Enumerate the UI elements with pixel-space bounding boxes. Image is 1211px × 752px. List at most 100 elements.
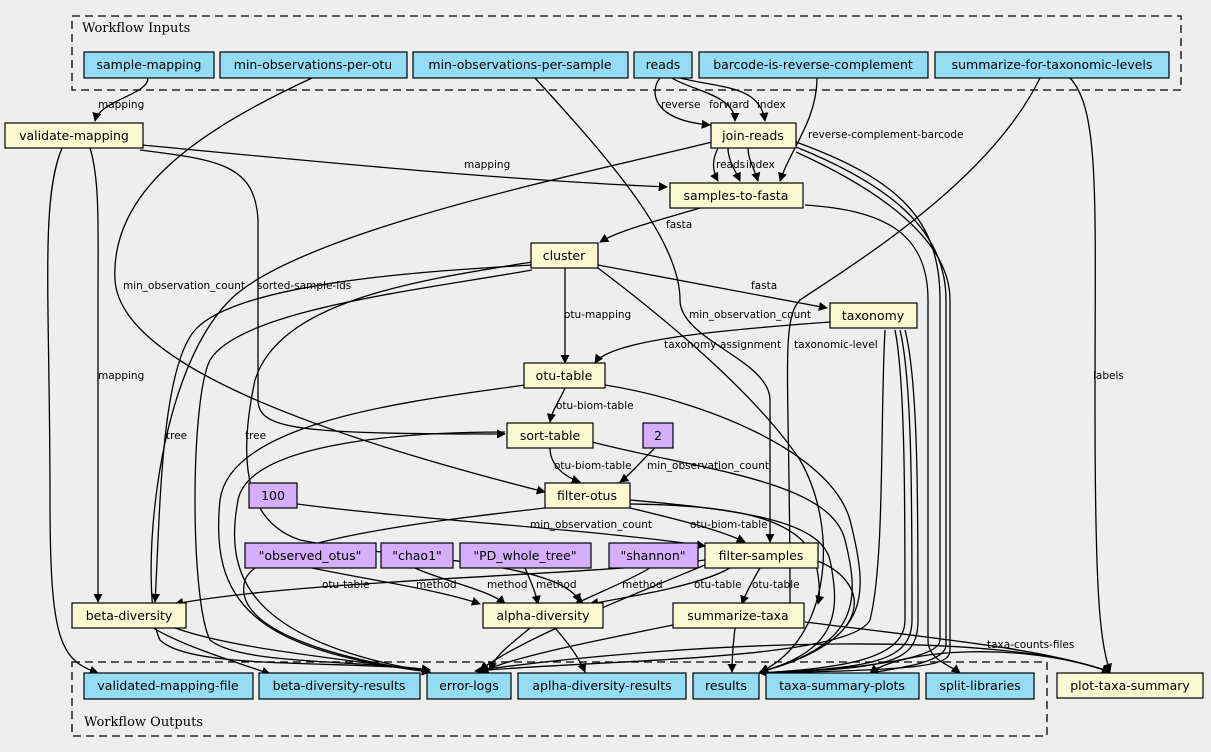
- edge-reads-join-reverse: [654, 77, 711, 129]
- edge-validate-beta: [89, 147, 103, 603]
- output-alpha-diversity-results[interactable]: aplha-diversity-results: [517, 672, 687, 700]
- constant-shannon[interactable]: "shannon": [608, 542, 699, 569]
- label-index-2: index: [746, 159, 775, 171]
- label-otu-table-3: otu-table: [752, 579, 800, 591]
- constant-observed-otus-label: "observed_otus": [259, 548, 362, 563]
- edge-validate-samples: [141, 144, 668, 192]
- edge-shannon-alpha: [574, 567, 651, 605]
- edge-filter-samples-results: [759, 559, 855, 675]
- label-sorted-sample-ids: sorted-sample-ids: [257, 280, 351, 292]
- label-reverse-complement-barcode: reverse-complement-barcode: [808, 129, 963, 141]
- step-sort-table[interactable]: sort-table: [506, 422, 594, 449]
- edge-reads-join-forward: [671, 77, 740, 122]
- step-join-reads[interactable]: join-reads: [710, 122, 797, 149]
- edge-min-otu-filter-otus: [114, 77, 546, 495]
- label-min-observation-count-2: min_observation_count: [689, 309, 811, 321]
- edge-filter-samples-summarize: [740, 567, 761, 605]
- output-alpha-diversity-results-label: aplha-diversity-results: [532, 678, 671, 693]
- workflow-outputs-cluster: Workflow Outputs: [71, 661, 1048, 737]
- input-min-obs-otu-label: min-observations-per-otu: [234, 57, 392, 72]
- constant-shannon-label: "shannon": [620, 548, 685, 563]
- label-reads: reads: [716, 159, 745, 171]
- input-min-observations-per-otu[interactable]: min-observations-per-otu: [219, 51, 408, 79]
- edge-cluster-beta: [150, 264, 533, 603]
- edge-filter-otus-samples: [629, 507, 746, 543]
- step-summarize-taxa[interactable]: summarize-taxa: [672, 602, 805, 629]
- edge-join-samples-2: [727, 147, 741, 182]
- step-filter-samples[interactable]: filter-samples: [704, 542, 819, 569]
- label-reverse: reverse: [661, 99, 700, 111]
- label-min-observation-count-3: min_observation_count: [647, 460, 769, 472]
- label-mapping-2: mapping: [464, 159, 510, 171]
- label-min-observation-count-4: min_observation_count: [530, 519, 652, 531]
- input-sample-mapping[interactable]: sample-mapping: [83, 51, 215, 79]
- step-taxonomy[interactable]: taxonomy: [829, 302, 918, 329]
- constant-observed-otus[interactable]: "observed_otus": [244, 542, 377, 569]
- step-otu-table-label: otu-table: [536, 368, 593, 383]
- label-method-2: method: [487, 579, 528, 591]
- edge-beta-results: [149, 625, 271, 676]
- edge-taxonomy-results-3: [759, 329, 919, 678]
- step-alpha-diversity[interactable]: alpha-diversity: [482, 602, 604, 629]
- constant-2[interactable]: 2: [642, 422, 674, 449]
- constant-100[interactable]: 100: [248, 482, 298, 509]
- output-beta-diversity-results[interactable]: beta-diversity-results: [258, 672, 421, 700]
- input-min-observations-per-sample[interactable]: min-observations-per-sample: [412, 51, 629, 79]
- input-barcode-label: barcode-is-reverse-complement: [713, 57, 913, 72]
- edge-min-sample-filter-samples: [534, 77, 775, 543]
- constant-pd-whole-tree[interactable]: "PD_whole_tree": [459, 542, 592, 569]
- label-method-4: method: [622, 579, 663, 591]
- label-otu-biom-table-2: otu-biom-table: [554, 460, 632, 472]
- workflow-inputs-title: Workflow Inputs: [82, 21, 190, 36]
- output-split-libraries[interactable]: split-libraries: [925, 672, 1035, 700]
- input-sample-mapping-label: sample-mapping: [97, 57, 202, 72]
- step-validate-mapping[interactable]: validate-mapping: [4, 122, 144, 149]
- label-otu-biom-table-3: otu-biom-table: [690, 519, 768, 531]
- label-otu-table-2: otu-table: [694, 579, 742, 591]
- input-summarize-for-taxonomic-levels[interactable]: summarize-for-taxonomic-levels: [934, 51, 1170, 79]
- edge-validate-vmf: [47, 147, 99, 675]
- label-min-observation-count-1: min_observation_count: [123, 280, 245, 292]
- output-validated-mapping-file[interactable]: validated-mapping-file: [83, 672, 254, 700]
- step-filter-otus[interactable]: filter-otus: [544, 482, 631, 509]
- input-reads[interactable]: reads: [633, 51, 693, 79]
- output-error-logs[interactable]: error-logs: [426, 672, 512, 700]
- step-samples-to-fasta[interactable]: samples-to-fasta: [669, 182, 804, 209]
- constant-chao1[interactable]: "chao1": [380, 542, 454, 569]
- step-otu-table[interactable]: otu-table: [523, 362, 606, 389]
- step-cluster[interactable]: cluster: [530, 242, 599, 269]
- edge-otu-errorlogs: [217, 384, 526, 676]
- edge-pd-alpha: [524, 567, 541, 605]
- label-forward: forward: [709, 99, 749, 111]
- output-results[interactable]: results: [692, 672, 760, 700]
- edge-observed-alpha: [311, 567, 481, 606]
- edge-reads-join-index: [679, 77, 769, 122]
- edge-sort-results: [591, 441, 853, 675]
- step-beta-diversity[interactable]: beta-diversity: [71, 602, 187, 629]
- edge-samples-split: [804, 204, 961, 674]
- label-tree-2: tree: [245, 430, 266, 442]
- edge-join-results-2: [795, 146, 947, 677]
- label-fasta-1: fasta: [666, 219, 692, 231]
- step-filter-samples-label: filter-samples: [719, 548, 804, 563]
- step-cluster-label: cluster: [543, 248, 586, 263]
- edge-summarize-plot: [1069, 77, 1112, 673]
- edge-taxonomy-results-2: [759, 329, 913, 678]
- step-samples-to-fasta-label: samples-to-fasta: [684, 188, 789, 203]
- label-method-1: method: [416, 579, 457, 591]
- label-otu-mapping: otu-mapping: [564, 309, 631, 321]
- edge-plot-taxa-plots: [869, 651, 1111, 674]
- edge-cluster-errorlogs: [194, 269, 533, 674]
- input-barcode-is-reverse-complement[interactable]: barcode-is-reverse-complement: [698, 51, 929, 79]
- output-taxa-summary-plots[interactable]: taxa-summary-plots: [765, 672, 920, 700]
- step-plot-taxa-summary[interactable]: plot-taxa-summary: [1056, 672, 1204, 699]
- label-labels: labels: [1093, 370, 1124, 382]
- workflow-outputs-title: Workflow Outputs: [84, 715, 203, 730]
- label-taxonomy-assignment: taxonomy-assignment: [664, 339, 781, 351]
- edge-sort-filter: [549, 447, 581, 484]
- step-plot-taxa-summary-label: plot-taxa-summary: [1070, 678, 1190, 693]
- edge-taxonomy-results-1: [759, 329, 906, 678]
- edge-filter-samples-alpha: [589, 567, 731, 608]
- constant-chao1-label: "chao1": [392, 548, 442, 563]
